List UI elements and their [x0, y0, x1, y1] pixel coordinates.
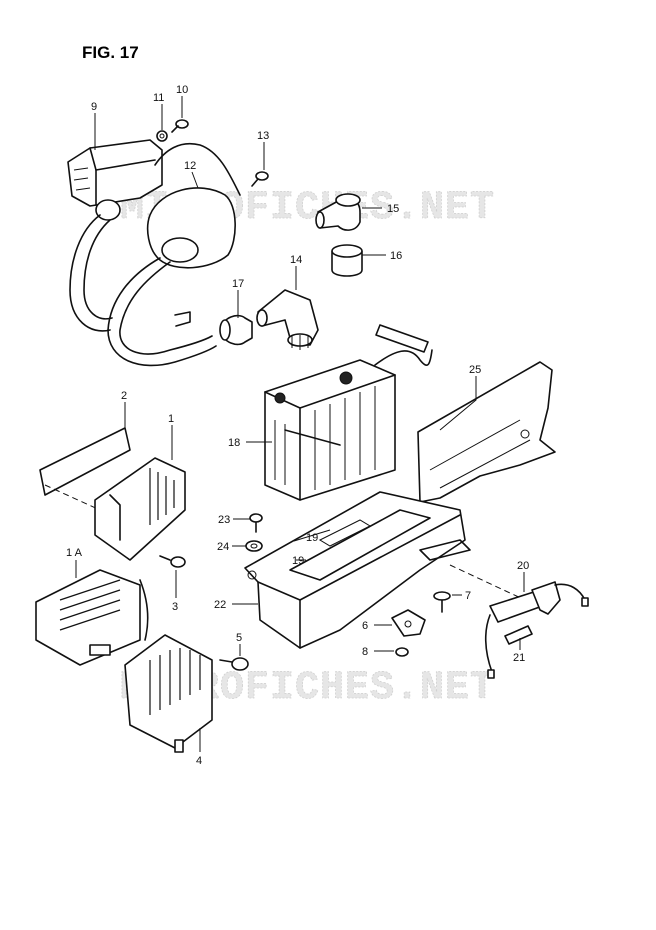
- callout-16: 16: [390, 250, 402, 262]
- callout-3: 3: [172, 601, 178, 613]
- callout-10: 10: [176, 84, 188, 96]
- part-18-battery: [264, 324, 433, 501]
- callout-7: 7: [465, 590, 471, 602]
- callout-2: 2: [121, 390, 127, 402]
- callout-1: 1: [168, 413, 174, 425]
- part-20-fuse-holder: [484, 581, 589, 679]
- callout-9: 9: [91, 101, 97, 113]
- callout-20: 20: [517, 560, 529, 572]
- part-4-rectifier: [124, 634, 213, 753]
- part-21-fuse: [504, 625, 533, 645]
- callout-8: 8: [362, 646, 368, 658]
- leader-lines: [75, 96, 525, 752]
- callout-6: 6: [362, 620, 368, 632]
- callout-11: 11: [153, 92, 164, 104]
- part-24-washer: [245, 540, 263, 552]
- callout-12: 12: [184, 160, 196, 172]
- callout-17: 17: [232, 278, 244, 290]
- part-12-ignition-coil: [107, 187, 236, 367]
- part-11-washer: [156, 130, 168, 142]
- part-15-plug-cap: [315, 193, 361, 231]
- part-3-screw: [159, 555, 186, 568]
- part-13-bolt: [251, 171, 269, 187]
- part-14-plug-cap: [256, 289, 319, 350]
- part-17-boot: [219, 314, 253, 346]
- part-9-ignition-coil: [67, 139, 241, 332]
- part-10-bolt: [171, 119, 189, 133]
- callout-23: 23: [218, 514, 230, 526]
- part-8-nut: [395, 647, 409, 657]
- callout-19a: 19: [306, 532, 318, 544]
- part-2-plate: [39, 427, 131, 511]
- part-16-plug-cover: [331, 244, 363, 277]
- callout-21: 21: [513, 652, 525, 664]
- part-1-regulator: [94, 457, 186, 561]
- part-1A-regulator: [35, 569, 149, 666]
- callout-25: 25: [469, 364, 481, 376]
- callout-13: 13: [257, 130, 269, 142]
- callout-1A: 1 A: [66, 547, 83, 559]
- callout-18: 18: [228, 437, 240, 449]
- part-25-bag: [417, 361, 556, 503]
- callout-14: 14: [290, 254, 302, 266]
- part-6-bracket: [391, 609, 426, 637]
- figure-title: FIG. 17: [82, 43, 139, 62]
- callout-5: 5: [236, 632, 242, 644]
- callout-22: 22: [214, 599, 226, 611]
- part-22-battery-box: [244, 491, 526, 649]
- part-7-clip: [433, 591, 451, 613]
- callout-19b: 19: [292, 555, 304, 567]
- callout-15: 15: [387, 203, 399, 215]
- callout-24: 24: [217, 541, 229, 553]
- part-23-bolt: [249, 513, 263, 533]
- part-5-screw: [219, 657, 249, 671]
- callout-labels: 9 11 10 13 12 15 16 14 17 2 1 25 18 23 2…: [66, 84, 529, 767]
- callout-4: 4: [196, 755, 202, 767]
